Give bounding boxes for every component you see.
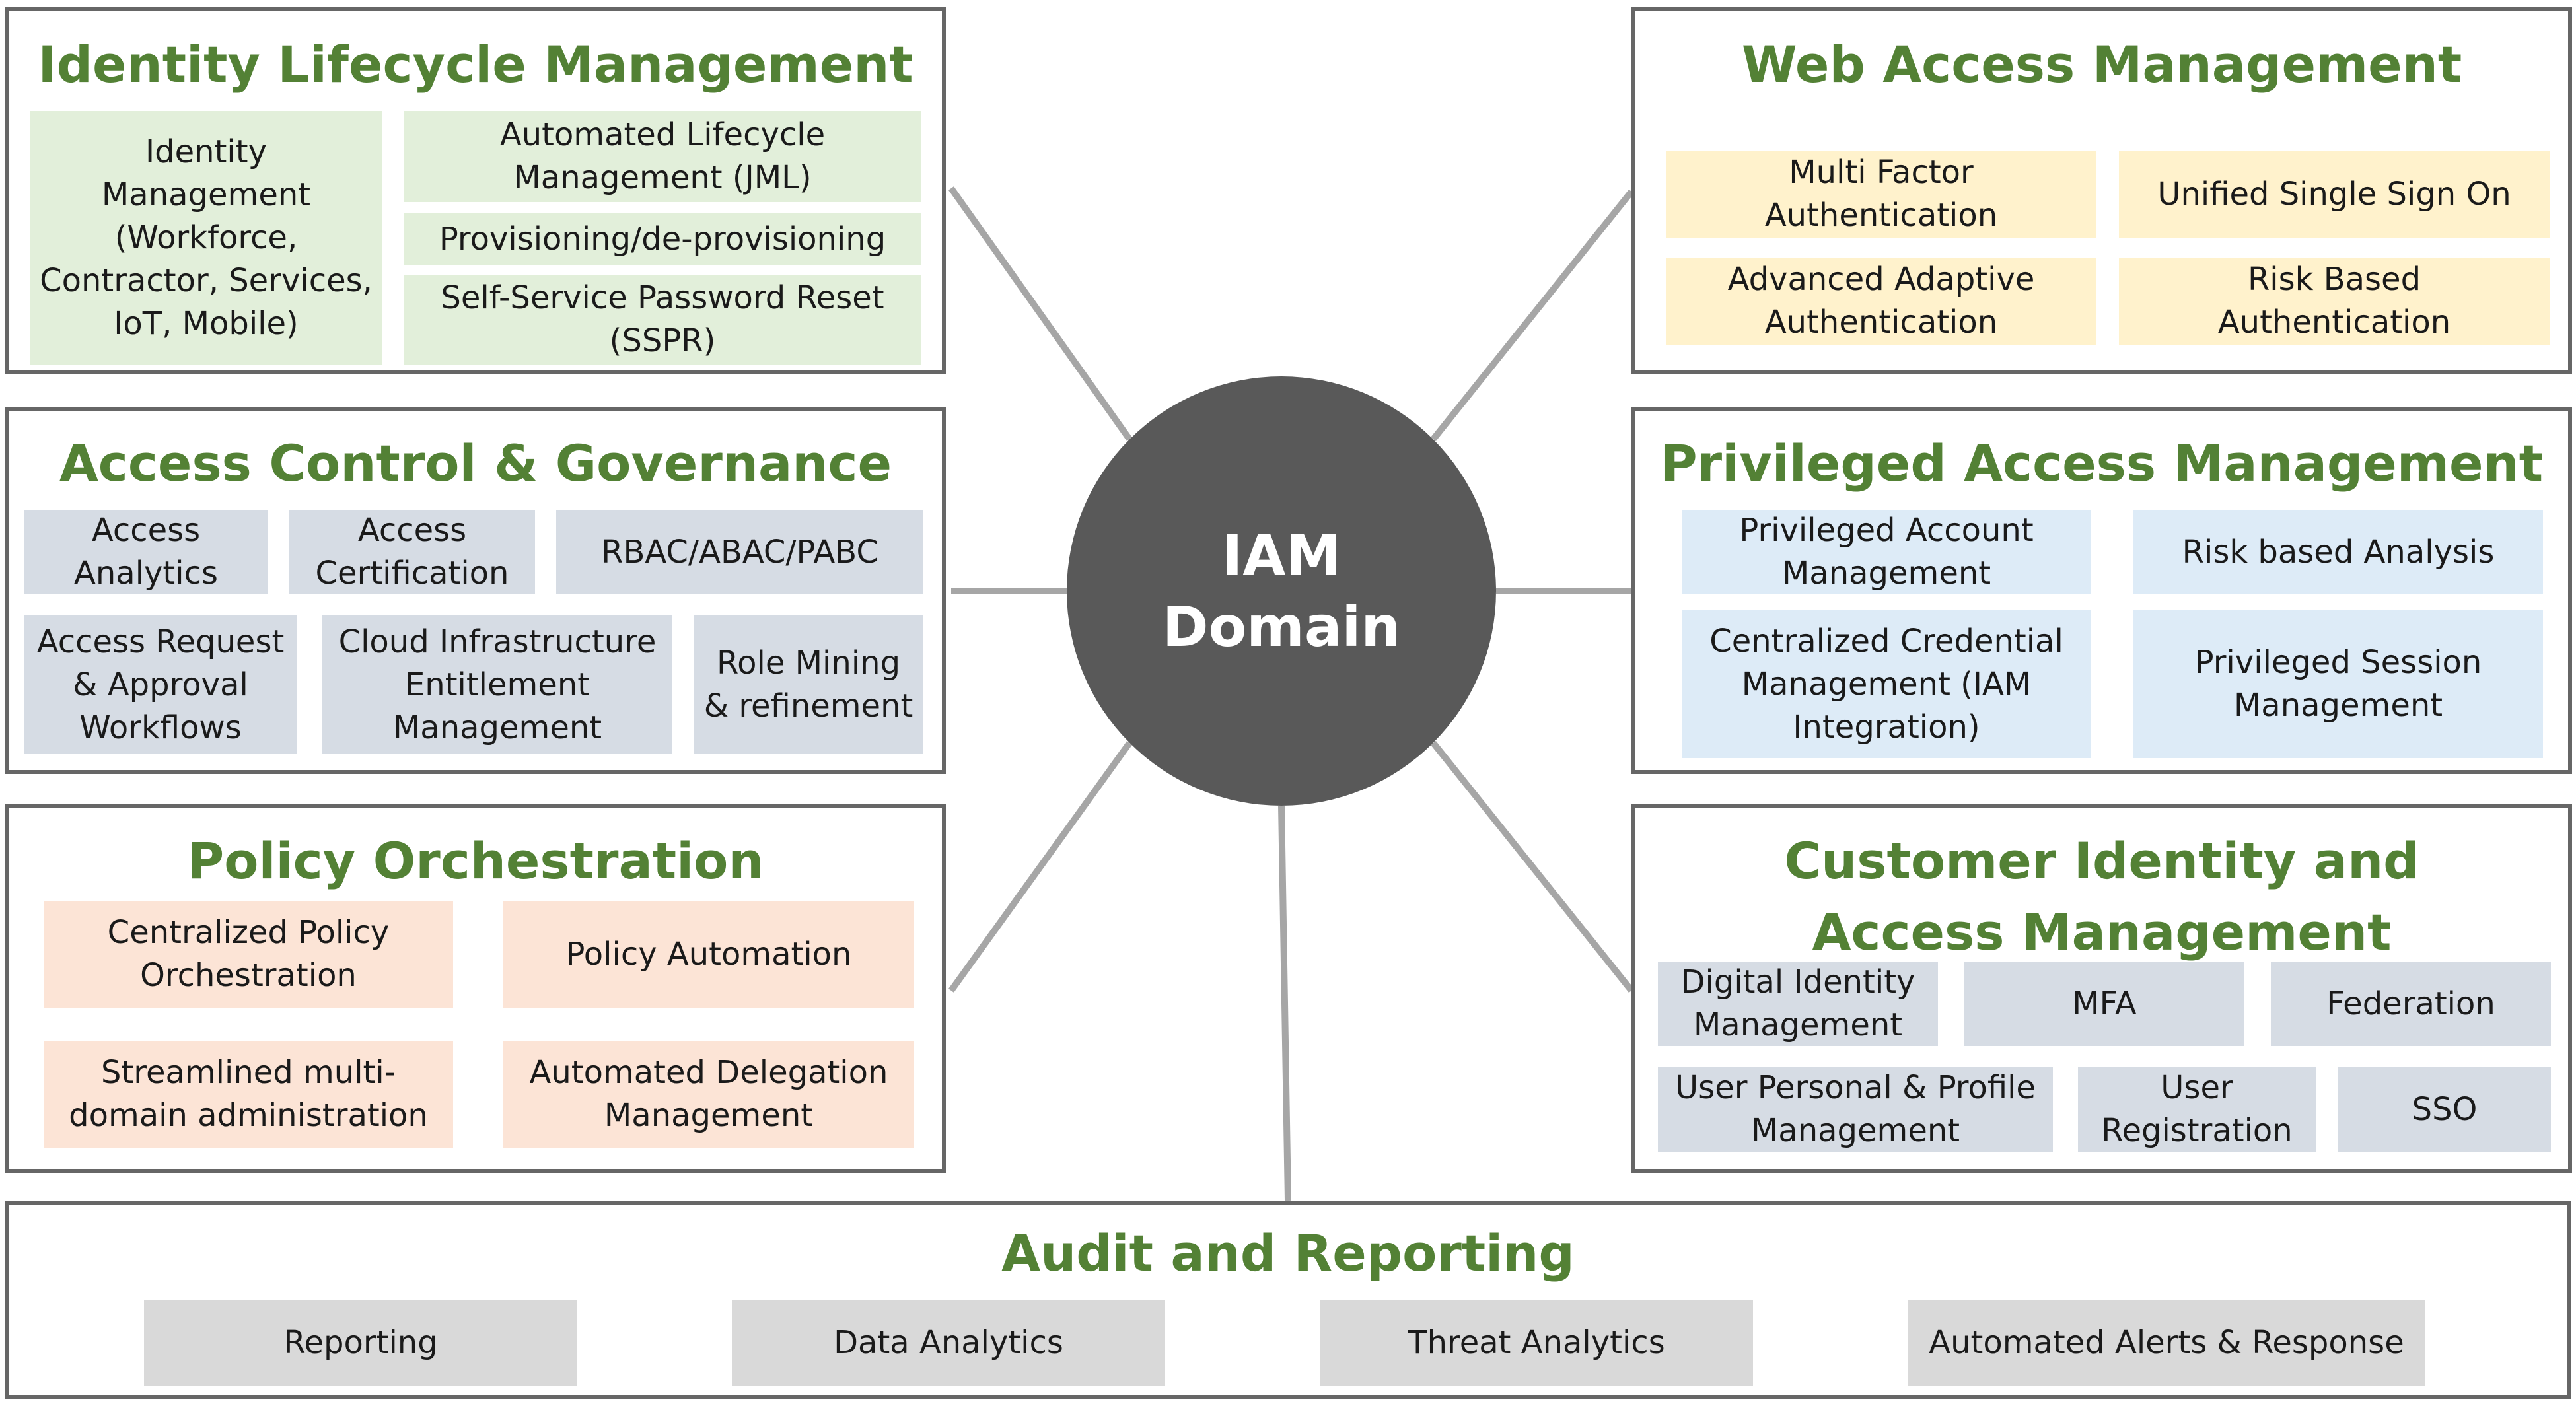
- federation-label: Federation: [2326, 985, 2495, 1022]
- user-profile-box: User Personal & Profile Management: [1658, 1067, 2053, 1152]
- policy-orchestration-title: Policy Orchestration: [187, 831, 764, 890]
- connector-audit: [1278, 805, 1291, 1201]
- audit-panel: Audit and Reporting Reporting Data Analy…: [5, 1201, 2571, 1399]
- adaptive-auth-label: Advanced Adaptive Authentication: [1727, 261, 2035, 341]
- sspr-box: Self-Service Password Reset (SSPR): [404, 275, 921, 365]
- risk-analysis-label: Risk based Analysis: [2182, 533, 2495, 571]
- privileged-access-panel: Privileged Access Management Privileged …: [1631, 407, 2572, 774]
- access-request-label: Access Request & Approval Workflows: [36, 623, 285, 746]
- multi-factor-auth-box: Multi Factor Authentication: [1666, 151, 2096, 238]
- role-mining-box: Role Mining & refinement: [694, 615, 923, 754]
- privileged-session-label: Privileged Session Management: [2194, 644, 2482, 724]
- multi-domain-admin-label: Streamlined multi-domain administration: [69, 1054, 428, 1134]
- mfa-label: MFA: [2072, 985, 2137, 1022]
- reporting-label: Reporting: [283, 1323, 438, 1361]
- centralized-policy-box: Centralized Policy Orchestration: [44, 901, 453, 1008]
- alerts-response-label: Automated Alerts & Response: [1929, 1323, 2404, 1361]
- credential-management-box: Centralized Credential Management (IAM I…: [1682, 610, 2091, 758]
- adaptive-auth-box: Advanced Adaptive Authentication: [1666, 258, 2096, 345]
- multi-domain-admin-box: Streamlined multi-domain administration: [44, 1041, 453, 1148]
- sspr-label: Self-Service Password Reset (SSPR): [441, 279, 884, 359]
- web-access-panel: Web Access Management Multi Factor Authe…: [1631, 7, 2572, 374]
- access-control-panel: Access Control & Governance Access Analy…: [5, 407, 946, 774]
- federation-box: Federation: [2271, 962, 2551, 1046]
- privileged-account-label: Privileged Account Management: [1739, 512, 2034, 592]
- connector-customer-identity: [1431, 740, 1634, 993]
- access-certification-box: Access Certification: [289, 510, 535, 594]
- risk-based-auth-label: Risk Based Authentication: [2217, 261, 2451, 341]
- threat-analytics-label: Threat Analytics: [1408, 1323, 1665, 1361]
- risk-based-auth-box: Risk Based Authentication: [2119, 258, 2550, 345]
- access-control-title: Access Control & Governance: [59, 434, 892, 493]
- role-mining-label: Role Mining & refinement: [703, 645, 913, 724]
- automated-lifecycle-label: Automated Lifecycle Management (JML): [499, 116, 826, 196]
- ciem-label: Cloud Infrastructure Entitlement Managem…: [338, 623, 657, 746]
- access-analytics-label: Access Analytics: [74, 512, 218, 592]
- identity-lifecycle-panel: Identity Lifecycle Management Identity M…: [5, 7, 946, 374]
- web-access-title: Web Access Management: [1741, 35, 2462, 94]
- user-profile-label: User Personal & Profile Management: [1675, 1069, 2036, 1149]
- unified-sso-label: Unified Single Sign On: [2157, 175, 2511, 213]
- access-request-box: Access Request & Approval Workflows: [24, 615, 297, 754]
- user-registration-box: User Registration: [2078, 1067, 2316, 1152]
- credential-management-label: Centralized Credential Management (IAM I…: [1709, 622, 2063, 746]
- privileged-access-title: Privileged Access Management: [1660, 434, 2544, 493]
- policy-orchestration-panel: Policy Orchestration Centralized Policy …: [5, 804, 946, 1173]
- connector-identity-lifecycle: [948, 186, 1133, 441]
- policy-automation-box: Policy Automation: [503, 901, 914, 1008]
- audit-title: Audit and Reporting: [1001, 1224, 1575, 1282]
- reporting-box: Reporting: [144, 1300, 577, 1386]
- data-analytics-box: Data Analytics: [732, 1300, 1165, 1386]
- delegation-management-label: Automated Delegation Management: [529, 1054, 888, 1134]
- unified-sso-box: Unified Single Sign On: [2119, 151, 2550, 238]
- customer-identity-panel: Customer Identity and Access Management …: [1631, 804, 2572, 1173]
- alerts-response-box: Automated Alerts & Response: [1908, 1300, 2425, 1386]
- rbac-box: RBAC/ABAC/PABC: [556, 510, 923, 594]
- iam-domain-label: IAM Domain: [1162, 523, 1401, 659]
- data-analytics-label: Data Analytics: [834, 1323, 1063, 1361]
- privileged-session-box: Privileged Session Management: [2133, 610, 2543, 758]
- identity-management-label: Identity Management (Workforce, Contract…: [40, 133, 373, 342]
- centralized-policy-label: Centralized Policy Orchestration: [107, 914, 390, 994]
- access-analytics-box: Access Analytics: [24, 510, 268, 594]
- digital-identity-box: Digital Identity Management: [1658, 962, 1938, 1046]
- identity-lifecycle-title: Identity Lifecycle Management: [38, 35, 913, 94]
- customer-identity-title: Customer Identity and Access Management: [1784, 831, 2419, 962]
- multi-factor-auth-label: Multi Factor Authentication: [1764, 154, 1998, 234]
- connector-web-access: [1431, 189, 1634, 442]
- privileged-account-box: Privileged Account Management: [1682, 510, 2091, 594]
- automated-lifecycle-box: Automated Lifecycle Management (JML): [404, 111, 921, 202]
- provisioning-label: Provisioning/de-provisioning: [439, 220, 886, 258]
- policy-automation-label: Policy Automation: [565, 935, 852, 973]
- sso-box: SSO: [2338, 1067, 2551, 1152]
- digital-identity-label: Digital Identity Management: [1680, 964, 1915, 1043]
- mfa-box: MFA: [1964, 962, 2244, 1046]
- delegation-management-box: Automated Delegation Management: [503, 1041, 914, 1148]
- sso-label: SSO: [2412, 1090, 2478, 1128]
- access-certification-label: Access Certification: [315, 512, 509, 592]
- iam-domain-hub: IAM Domain: [1067, 376, 1496, 806]
- threat-analytics-box: Threat Analytics: [1320, 1300, 1753, 1386]
- provisioning-box: Provisioning/de-provisioning: [404, 213, 921, 265]
- identity-management-box: Identity Management (Workforce, Contract…: [30, 111, 382, 365]
- risk-analysis-box: Risk based Analysis: [2133, 510, 2543, 594]
- user-registration-label: User Registration: [2101, 1069, 2293, 1149]
- connector-policy-orchestration: [948, 741, 1133, 993]
- rbac-label: RBAC/ABAC/PABC: [601, 533, 878, 571]
- ciem-box: Cloud Infrastructure Entitlement Managem…: [322, 615, 672, 754]
